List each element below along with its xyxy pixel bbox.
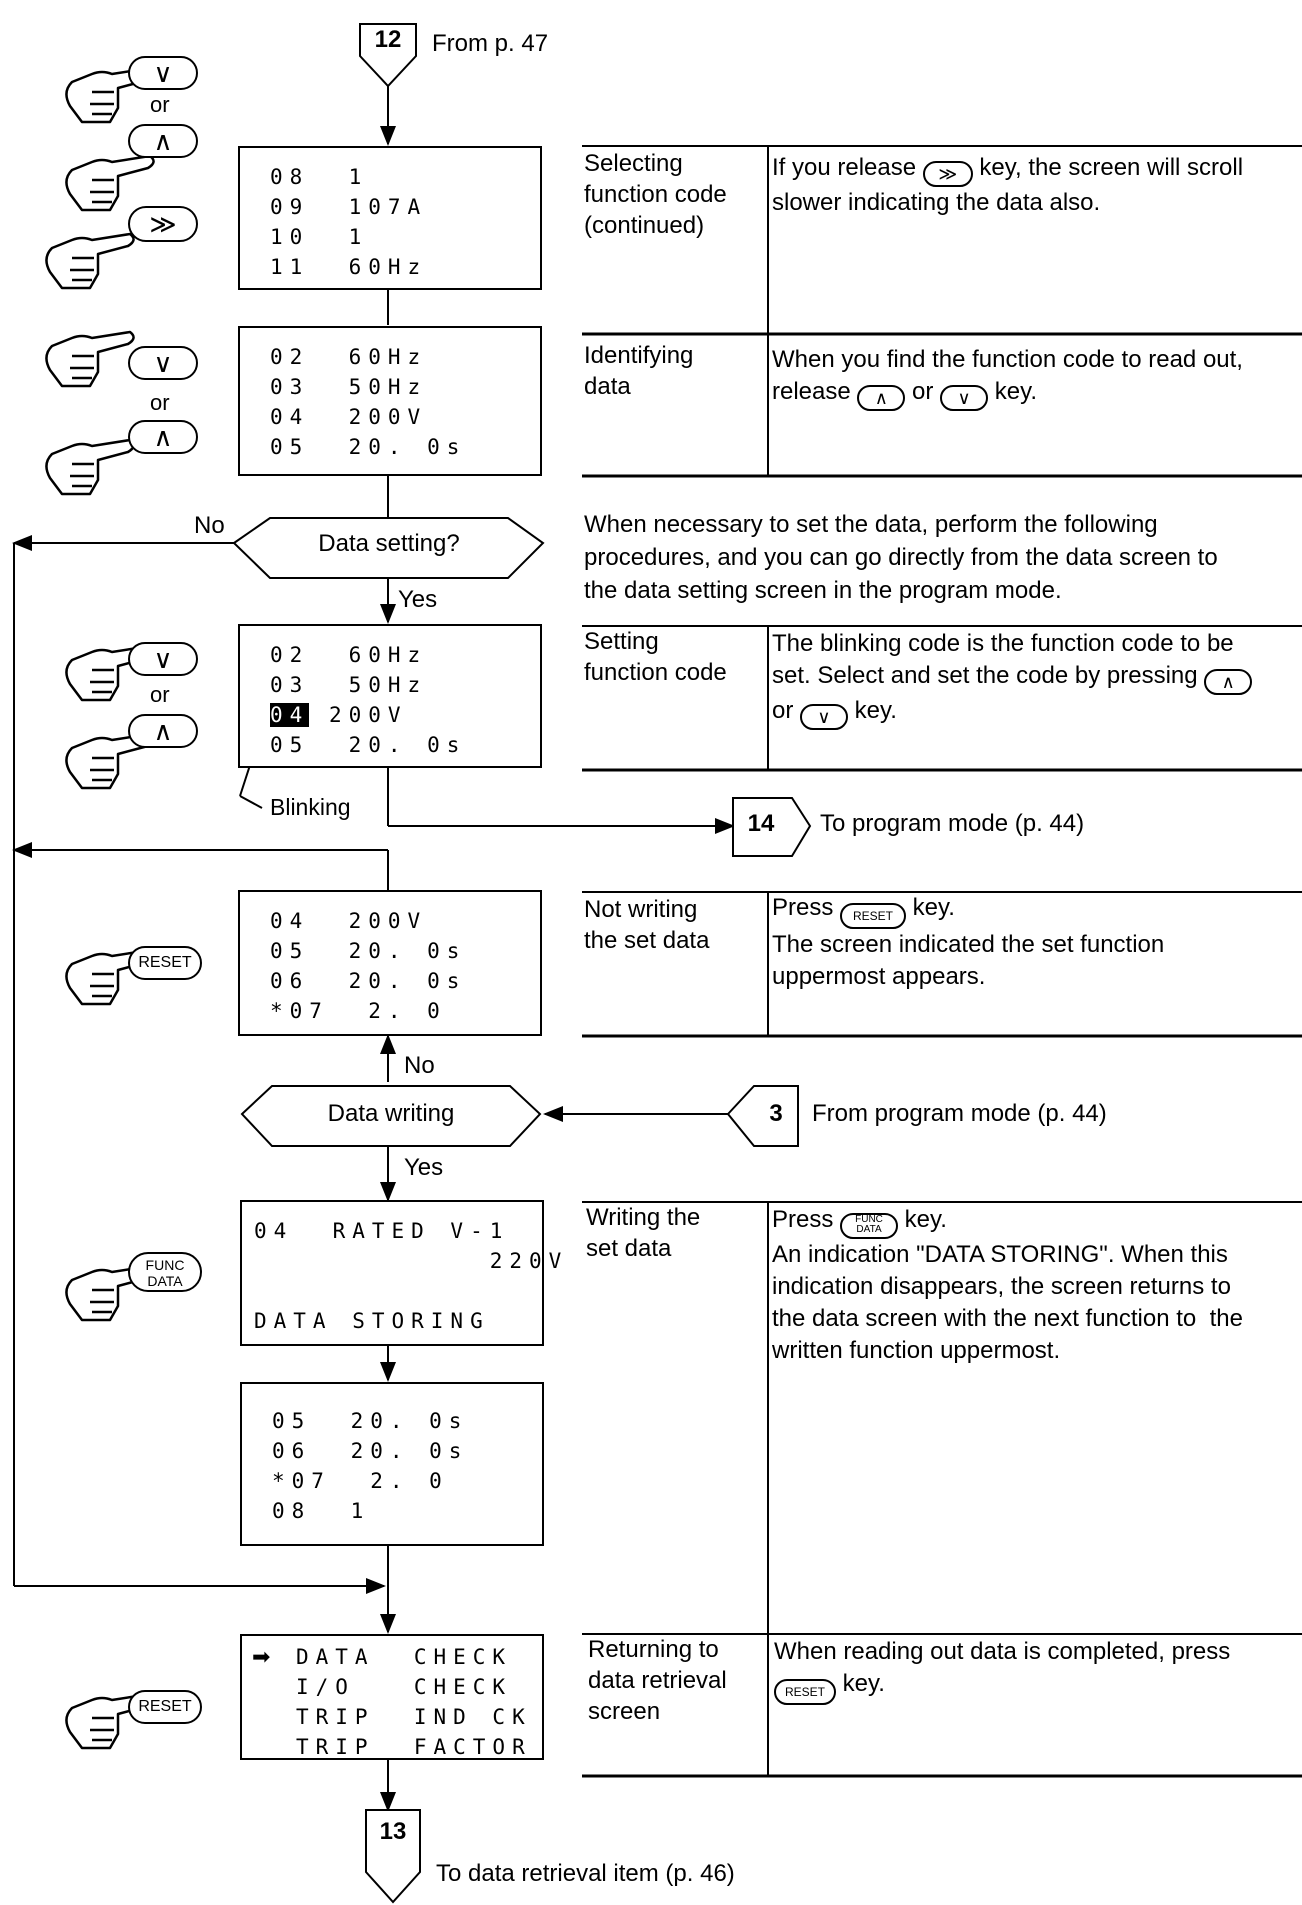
decision-writing-label: Data writing bbox=[272, 1098, 510, 1129]
up-key-icon: ∧ bbox=[857, 385, 905, 411]
reset-key-icon: RESET bbox=[840, 903, 906, 929]
down-key-button: ∨ bbox=[128, 346, 198, 380]
or-label: or bbox=[150, 682, 170, 708]
scroll-key-icon: ≫ bbox=[923, 161, 973, 187]
row3-description: The blinking code is the function code t… bbox=[772, 628, 1252, 730]
hand-icons bbox=[0, 0, 230, 1800]
row1-caption: Selecting function code (continued) bbox=[584, 148, 727, 241]
arrow-pointer-icon: ➡ bbox=[252, 1644, 270, 1670]
up-key-button: ∧ bbox=[128, 420, 198, 454]
decision-writing-yes: Yes bbox=[404, 1152, 443, 1183]
or-label: or bbox=[150, 92, 170, 118]
decision-setting-label: Data setting? bbox=[270, 528, 508, 559]
row1-description: If you release ≫ key, the screen will sc… bbox=[772, 152, 1243, 219]
row6-description: When reading out data is completed, pres… bbox=[774, 1636, 1230, 1705]
row4-description: Press RESET key. The screen indicated th… bbox=[772, 892, 1164, 993]
or-label: or bbox=[150, 390, 170, 416]
decision-writing-no: No bbox=[404, 1050, 435, 1081]
connector-12-label: From p. 47 bbox=[432, 28, 548, 59]
decision-setting-yes: Yes bbox=[398, 584, 437, 615]
reset-key-button: RESET bbox=[128, 1690, 202, 1724]
down-key-button: ∨ bbox=[128, 56, 198, 90]
func-data-key-icon: FUNC DATA bbox=[840, 1213, 898, 1239]
up-key-button: ∧ bbox=[128, 714, 198, 748]
connector-13-label: To data retrieval item (p. 46) bbox=[436, 1858, 735, 1889]
up-key-button: ∧ bbox=[128, 124, 198, 158]
blinking-label: Blinking bbox=[270, 792, 351, 823]
scroll-key-button: ≫ bbox=[128, 206, 198, 242]
row4-caption: Not writing the set data bbox=[584, 894, 709, 956]
connector-12-number: 12 bbox=[360, 26, 416, 54]
reset-key-button: RESET bbox=[128, 946, 202, 980]
blinking-code: 04 bbox=[270, 703, 309, 727]
row6-caption: Returning to data retrieval screen bbox=[588, 1634, 727, 1727]
down-key-icon: ∨ bbox=[800, 704, 848, 730]
down-key-icon: ∨ bbox=[940, 385, 988, 411]
down-key-button: ∨ bbox=[128, 642, 198, 676]
connector-13-number: 13 bbox=[366, 1818, 420, 1846]
row5-description: Press FUNC DATA key. An indication "DATA… bbox=[772, 1204, 1243, 1367]
row2-caption: Identifying data bbox=[584, 340, 693, 402]
row3-caption: Setting function code bbox=[584, 626, 727, 688]
connector-14-label: To program mode (p. 44) bbox=[820, 808, 1084, 839]
row2-description: When you find the function code to read … bbox=[772, 344, 1243, 411]
connector-3-number: 3 bbox=[754, 1100, 798, 1128]
connector-14-number: 14 bbox=[733, 810, 789, 838]
connector-3-label: From program mode (p. 44) bbox=[812, 1098, 1107, 1129]
reset-key-icon: RESET bbox=[774, 1679, 836, 1705]
setting-note: When necessary to set the data, perform … bbox=[584, 508, 1218, 607]
up-key-icon: ∧ bbox=[1204, 669, 1252, 695]
row5-caption: Writing the set data bbox=[586, 1202, 700, 1264]
func-data-key-button: FUNC DATA bbox=[128, 1252, 202, 1292]
